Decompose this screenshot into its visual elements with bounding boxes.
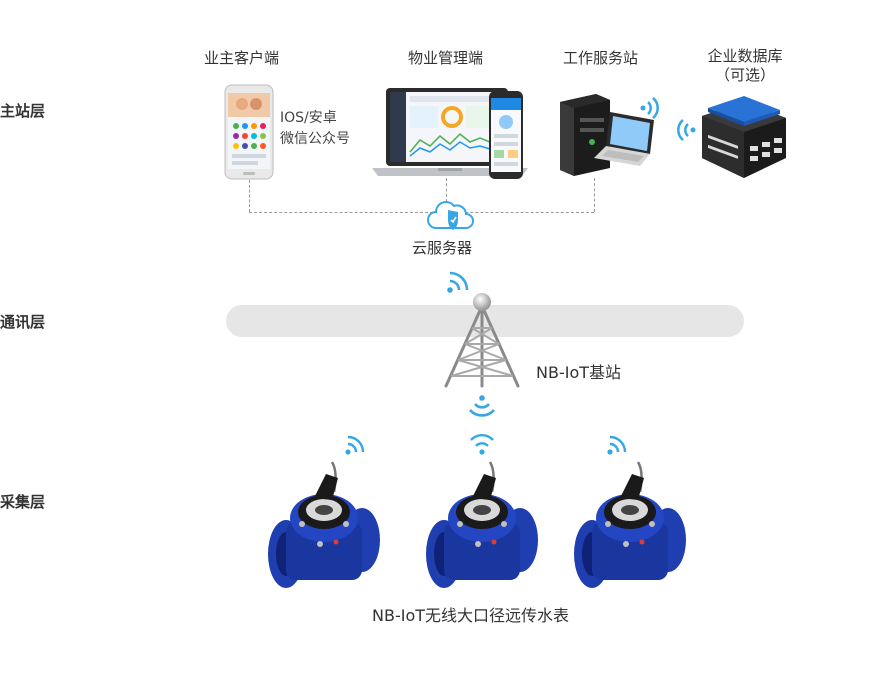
database-icon: [700, 88, 788, 180]
laptop-icon: [372, 86, 528, 180]
owner-client-title: 业主客户端: [204, 49, 280, 67]
water-meter-icon: [572, 452, 688, 590]
tower-icon: [432, 290, 532, 390]
meter-2-wifi-icon: [470, 434, 494, 456]
meter-1-wifi-icon: [344, 432, 366, 456]
connector-horizontal: [249, 212, 594, 213]
cloud-shield-icon: [426, 200, 474, 232]
owner-note-line2: 微信公众号: [280, 131, 350, 147]
water-meter-icon: [424, 452, 540, 590]
meter-3-wifi-icon: [606, 432, 628, 456]
base-station-label: NB-IoT基站: [536, 363, 622, 382]
connector-owner: [249, 180, 250, 212]
property-phone-icon: [488, 90, 524, 180]
workstation-laptop-icon: [592, 110, 658, 168]
workstation-wifi-icon: [640, 96, 662, 120]
phone-icon: [224, 84, 274, 180]
workstation-title: 工作服务站: [563, 49, 639, 67]
layer-label-master: 主站层: [0, 102, 46, 120]
water-meter-icon: [266, 452, 382, 590]
connector-property: [446, 178, 447, 202]
database-title-line1: 企业数据库: [707, 47, 783, 65]
owner-note-line1: IOS/安卓: [280, 110, 337, 126]
connector-workstation: [594, 178, 595, 212]
tower-wifi-down-icon: [468, 394, 496, 420]
meters-label: NB-IoT无线大口径远传水表: [372, 606, 570, 625]
layer-label-collect: 采集层: [0, 493, 46, 511]
owner-client-note: IOS/安卓 微信公众号: [280, 108, 350, 150]
database-title-line2: （可选）: [714, 66, 775, 84]
database-title: 企业数据库 （可选）: [700, 47, 790, 85]
database-wifi-icon: [674, 118, 696, 142]
layer-label-comm: 通讯层: [0, 313, 46, 331]
tower-wifi-top-icon: [446, 268, 470, 294]
property-client-title: 物业管理端: [408, 49, 484, 67]
cloud-label: 云服务器: [412, 239, 473, 257]
